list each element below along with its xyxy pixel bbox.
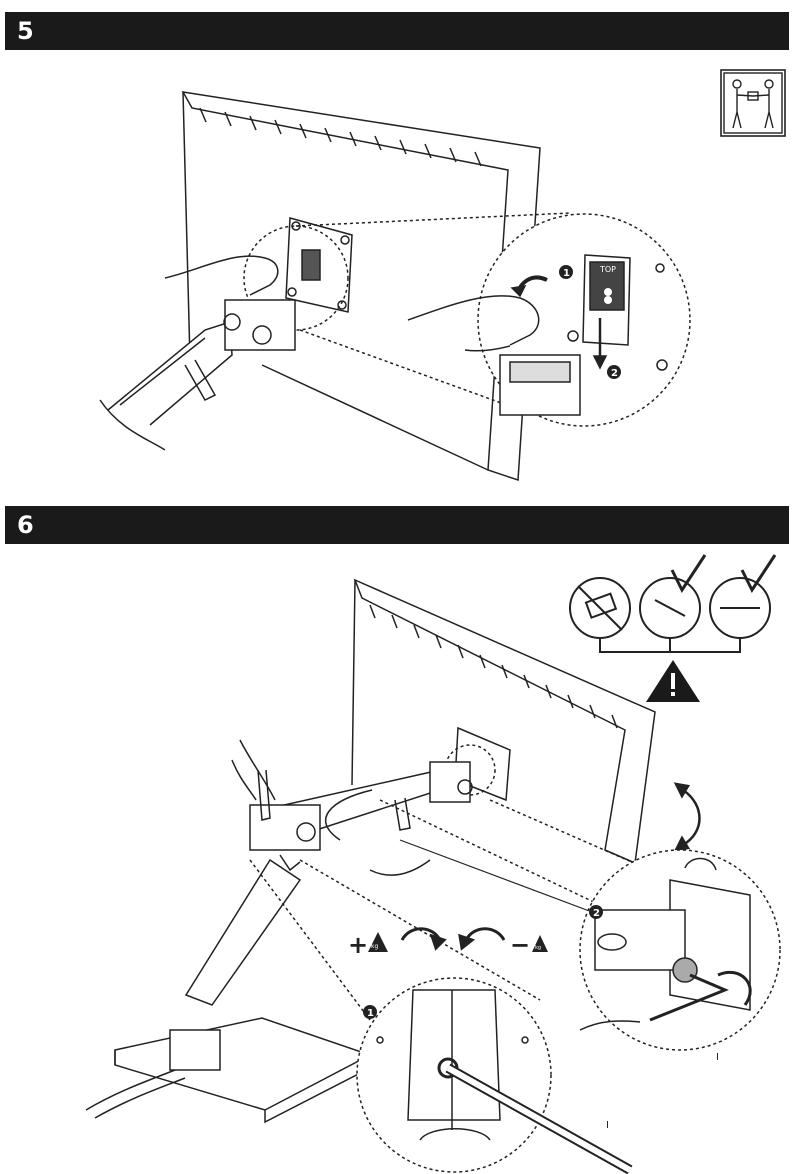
step-number: 5 bbox=[17, 17, 34, 45]
warning-triangle-icon bbox=[646, 660, 700, 702]
monitor-vents bbox=[199, 107, 482, 167]
step-6-header: 6 bbox=[5, 506, 789, 544]
weight-unit: kg bbox=[371, 943, 378, 950]
decrease-sign: − bbox=[510, 931, 530, 959]
callout-2: 2 bbox=[593, 908, 600, 919]
weight-icon-small bbox=[532, 935, 548, 952]
rotate-arrows-icon bbox=[673, 782, 701, 852]
callout-1: 1 bbox=[563, 268, 570, 279]
weight-icon bbox=[368, 932, 388, 952]
hex-key-label: I bbox=[716, 1052, 719, 1063]
callout-2-badge bbox=[589, 905, 603, 919]
callout-1-badge bbox=[559, 265, 573, 279]
plate-top-label: TOP bbox=[599, 265, 616, 274]
mount-orientation-icons bbox=[569, 554, 777, 653]
step-number: 6 bbox=[17, 511, 34, 539]
hex-key-label: I bbox=[606, 1120, 609, 1131]
callout-1-badge bbox=[363, 1005, 377, 1019]
weight-unit-small: kg bbox=[535, 945, 541, 951]
step-5-detail-circle: TOP bbox=[407, 213, 691, 427]
step-6-detail-circle-1 bbox=[356, 977, 633, 1174]
callout-2: 2 bbox=[611, 368, 618, 379]
tension-adjust-symbols bbox=[400, 927, 506, 951]
vesa-plate bbox=[285, 217, 353, 313]
step-6-detail-circle-2 bbox=[579, 849, 781, 1051]
monitor-vents bbox=[369, 604, 618, 729]
increase-sign: + bbox=[348, 931, 368, 959]
two-person-lift-icon bbox=[720, 69, 786, 137]
callout-2-badge bbox=[607, 365, 621, 379]
step-5-illustration bbox=[99, 91, 571, 482]
step-6-illustration bbox=[85, 578, 656, 1124]
step-5-header: 5 bbox=[5, 12, 789, 50]
callout-1: 1 bbox=[367, 1008, 374, 1019]
